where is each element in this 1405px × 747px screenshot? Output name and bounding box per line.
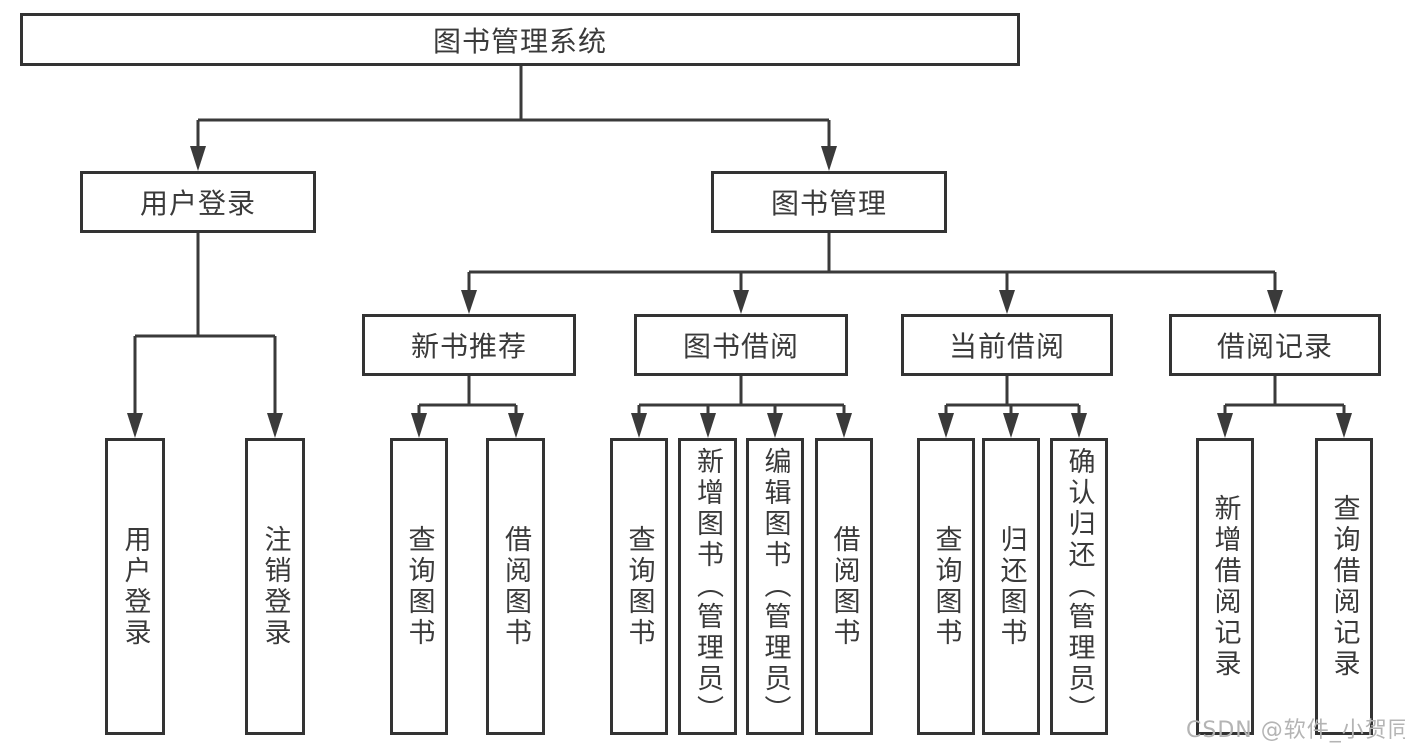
leaf-query-books-3-label: 查询图书: [930, 524, 962, 649]
leaf-borrow-books-2-label: 借阅图书: [828, 524, 860, 649]
leaf-user-login-label: 用户登录: [119, 524, 151, 649]
node-book-management-label: 图书管理: [770, 187, 887, 220]
leaf-logout-login: 注销登录: [245, 438, 305, 735]
leaf-logout-login-label: 注销登录: [259, 524, 291, 649]
node-root: 图书管理系统: [20, 13, 1020, 66]
node-book-borrowing: 图书借阅: [634, 314, 848, 376]
node-current-borrowing: 当前借阅: [901, 314, 1113, 376]
node-new-book-recommend-label: 新书推荐: [410, 330, 527, 363]
node-user-login-label: 用户登录: [139, 187, 256, 220]
leaf-query-books-1: 查询图书: [390, 438, 448, 735]
leaf-borrow-books-1-label: 借阅图书: [500, 524, 531, 649]
node-book-management: 图书管理: [711, 171, 947, 233]
node-book-borrowing-label: 图书借阅: [682, 330, 799, 363]
csdn-watermark: CSDN @软件_小贺同学: [1186, 718, 1405, 743]
leaf-edit-book-admin: 编辑图书（管理员）: [746, 438, 804, 735]
arrowheads: [127, 146, 1352, 438]
leaf-query-books-1-label: 查询图书: [403, 524, 435, 649]
node-borrowing-records: 借阅记录: [1169, 314, 1381, 376]
leaf-return-books-label: 归还图书: [995, 524, 1027, 649]
leaf-add-book-admin: 新增图书（管理员）: [678, 438, 737, 735]
leaf-query-books-2: 查询图书: [610, 438, 668, 735]
node-user-login: 用户登录: [80, 171, 316, 233]
leaf-add-book-admin-label: 新增图书（管理员）: [692, 447, 723, 726]
leaf-add-borrow-record-label: 新增借阅记录: [1209, 493, 1241, 680]
node-root-label: 图书管理系统: [432, 24, 607, 58]
leaf-borrow-books-2: 借阅图书: [815, 438, 873, 735]
leaf-add-borrow-record: 新增借阅记录: [1196, 438, 1254, 735]
leaf-confirm-return-admin: 确认归还（管理员）: [1050, 438, 1108, 735]
node-new-book-recommend: 新书推荐: [362, 314, 576, 376]
leaf-query-books-3: 查询图书: [917, 438, 975, 735]
leaf-return-books: 归还图书: [982, 438, 1040, 735]
leaf-borrow-books-1: 借阅图书: [486, 438, 545, 735]
leaf-query-books-2-label: 查询图书: [623, 524, 655, 649]
node-current-borrowing-label: 当前借阅: [948, 330, 1065, 363]
leaf-edit-book-admin-label: 编辑图书（管理员）: [759, 447, 791, 726]
leaf-query-borrow-record-label: 查询借阅记录: [1328, 493, 1360, 680]
leaf-user-login: 用户登录: [105, 438, 165, 735]
node-borrowing-records-label: 借阅记录: [1216, 330, 1333, 363]
leaf-confirm-return-admin-label: 确认归还（管理员）: [1063, 447, 1095, 726]
leaf-query-borrow-record: 查询借阅记录: [1315, 438, 1373, 735]
